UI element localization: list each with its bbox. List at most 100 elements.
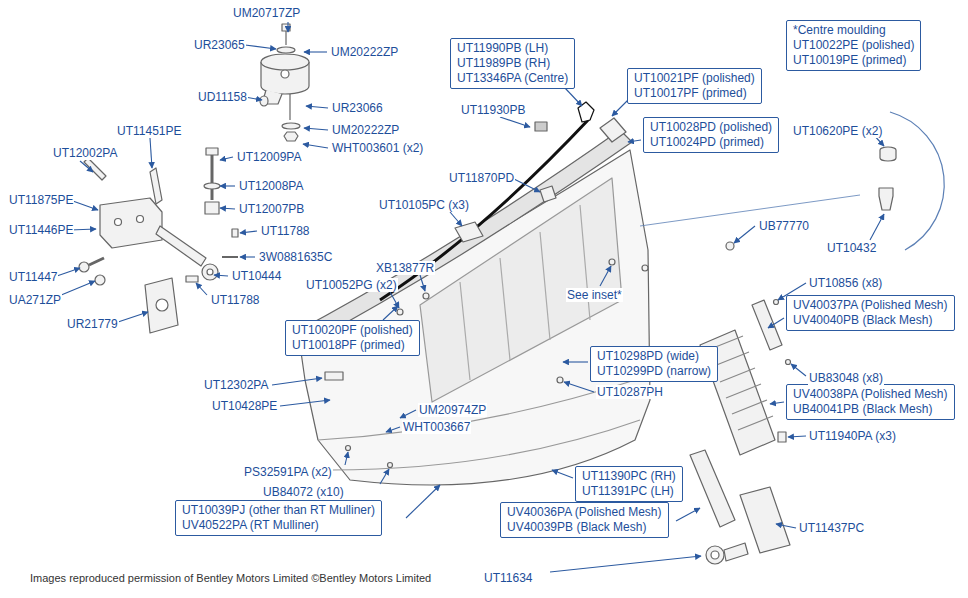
fixing — [346, 446, 351, 451]
mount-top — [261, 54, 309, 70]
part-number: UT11391PC (LH) — [582, 484, 676, 499]
part-number-box: UT10039PJ (other than RT Mulliner)UV4052… — [175, 500, 382, 536]
inset-line — [640, 195, 860, 226]
part-number-box: UT11990PB (LH)UT11989PB (RH)UT13346PA (C… — [450, 38, 575, 89]
washer — [282, 123, 300, 129]
leader-arrow — [791, 364, 806, 376]
part-number: UD11158 — [197, 90, 248, 104]
part-number: UT10620PE (x2) — [792, 124, 883, 138]
part-number: UT10432 — [826, 241, 877, 255]
bracket-arm — [150, 168, 162, 204]
part-number-box: UV40036PA (Polished Mesh)UV40039PB (Blac… — [500, 502, 669, 538]
leader-arrow — [304, 128, 328, 130]
bolt-shaft — [211, 155, 214, 200]
fixing — [557, 377, 563, 383]
part-number: UR21779 — [66, 317, 119, 331]
leader-arrow — [272, 378, 322, 385]
leader-arrow — [788, 436, 806, 437]
leader-arrow — [676, 508, 700, 521]
part-number: UT10105PC (x3) — [378, 198, 470, 212]
leader-arrow — [220, 157, 233, 160]
part-number: UT12002PA — [52, 146, 118, 160]
pad — [535, 122, 547, 131]
nut — [260, 96, 268, 106]
washer — [204, 183, 220, 189]
screw-head — [282, 24, 290, 31]
part-number: UT11446PE — [8, 223, 74, 237]
part-number: UT11930PB — [460, 103, 526, 117]
bumper-contour — [318, 380, 635, 440]
part-number: UT11451PE — [116, 124, 182, 138]
screw — [222, 256, 238, 258]
lug-hole — [711, 551, 719, 559]
part-number-box: UV40037PA (Polished Mesh)UV40040PB (Blac… — [786, 295, 955, 331]
part-number: UR23065 — [193, 38, 246, 52]
eye-end — [202, 264, 218, 280]
clip — [455, 222, 483, 242]
nut — [609, 259, 615, 265]
bolt-shaft — [89, 258, 104, 265]
end-cap — [600, 118, 626, 142]
leader-arrow — [600, 266, 611, 286]
part-number: UT11437PC — [798, 521, 865, 535]
part-number: UT12007PB — [238, 202, 305, 216]
part-number: UT10018PF (primed) — [292, 338, 413, 353]
part-number: UT11870PD — [448, 171, 515, 185]
leader-arrow — [280, 400, 330, 406]
part-number: 3W0881635C — [258, 250, 333, 264]
part-number: UT12302PA — [203, 378, 269, 392]
copyright-caption: Images reproduced permission of Bentley … — [30, 572, 431, 585]
part-number: UT10019PE (primed) — [793, 53, 914, 68]
push-clip — [778, 432, 786, 442]
bolt-head — [95, 275, 105, 285]
part-number: UT10021PF (polished) — [634, 71, 755, 86]
bracket — [540, 186, 556, 202]
mesh-strip — [690, 450, 735, 527]
plate-hole — [156, 299, 168, 311]
nut — [726, 242, 734, 250]
part-number: UT11634 — [483, 571, 533, 585]
plate — [145, 278, 178, 333]
part-number: UT13346PA (Centre) — [457, 71, 568, 86]
hinge-bracket — [100, 198, 162, 248]
inset-cap — [880, 147, 896, 161]
part-number: UT11447 — [8, 270, 58, 284]
eye-hole — [207, 269, 213, 275]
part-number-box: UT10021PF (polished)UT10017PF (primed) — [627, 68, 762, 104]
bolt-head — [232, 229, 238, 237]
leader-arrow — [390, 292, 399, 308]
leader-arrow — [550, 556, 701, 572]
leader-arrow — [386, 427, 400, 432]
inset-fastener — [879, 188, 893, 210]
part-number: UT11940PA (x3) — [808, 429, 897, 443]
part-number: UT11788 — [260, 224, 310, 238]
part-number: UR23066 — [331, 101, 384, 115]
bracket-hole — [137, 216, 144, 223]
part-number: PS32591PA (x2) — [243, 465, 333, 479]
leader-arrow — [220, 208, 235, 209]
leader-arrow — [345, 452, 348, 465]
leader-arrow — [564, 382, 594, 392]
fixing — [388, 463, 393, 468]
part-number: UB40041PB (Black Mesh) — [793, 402, 948, 417]
part-number: UT10299PD (narrow) — [597, 364, 711, 379]
mount-hole — [281, 70, 289, 78]
part-number: WHT003601 (x2) — [331, 141, 424, 155]
leader-arrow — [450, 212, 462, 226]
part-number: UT10287PH — [596, 385, 664, 399]
part-number: UT10444 — [231, 269, 282, 283]
leader-arrow — [420, 275, 425, 291]
part-number: UM20222ZP — [331, 123, 400, 137]
part-number: UT12008PA — [238, 179, 304, 193]
leader-arrow — [240, 231, 257, 233]
part-number-box: *Centre mouldingUT10022PE (polished)UT10… — [786, 20, 921, 71]
part-number: UV40039PB (Black Mesh) — [507, 520, 662, 535]
leader-arrow — [734, 226, 755, 243]
part-number: UT10024PD (primed) — [650, 135, 772, 150]
leader-arrow — [196, 283, 207, 295]
part-number: UT11390PC (RH) — [582, 469, 676, 484]
bolt — [397, 309, 403, 315]
rod — [156, 226, 206, 266]
leader-arrow — [776, 524, 796, 528]
